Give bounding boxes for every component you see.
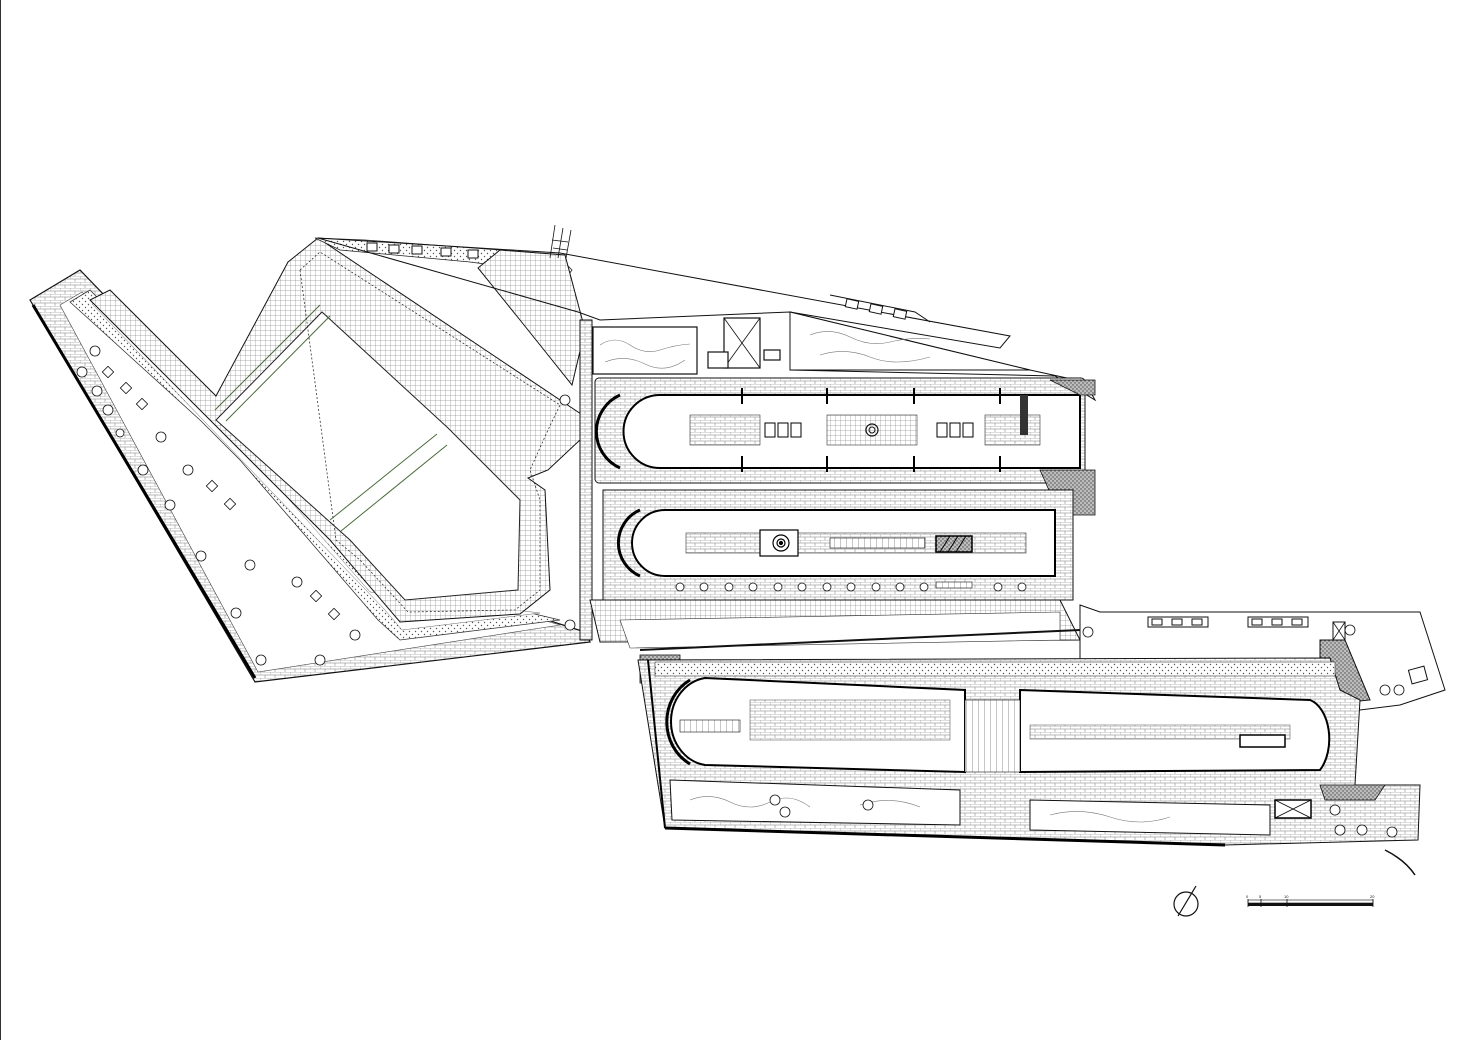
hall-3	[637, 657, 1421, 876]
planter-north-1	[592, 326, 698, 375]
entrance-plaza	[477, 249, 586, 387]
benches-hall-1	[764, 422, 974, 438]
service-block	[707, 317, 781, 369]
scale-bar: 0 5 10 20	[1246, 894, 1375, 907]
planter-north-2	[789, 311, 1031, 371]
courtyard-bridges	[214, 304, 448, 532]
west-wing	[29, 237, 591, 683]
fountain-hall-2	[759, 529, 799, 557]
north-arrow-icon	[1173, 885, 1199, 917]
central-spine	[579, 319, 593, 641]
north-stair	[549, 224, 572, 259]
tree-row-4	[769, 794, 1398, 838]
scale-tick-5: 5	[1259, 894, 1262, 899]
scale-tick-20: 20	[1370, 894, 1375, 899]
scale-tick-10: 10	[1284, 894, 1289, 899]
tree-row-2	[675, 582, 1027, 592]
hall-1	[594, 377, 1096, 516]
roof-skylights	[366, 242, 479, 259]
tree-cluster-west	[76, 345, 576, 666]
courtyard	[215, 311, 521, 601]
scale-tick-0: 0	[1246, 894, 1249, 899]
hall-2	[602, 489, 1074, 601]
